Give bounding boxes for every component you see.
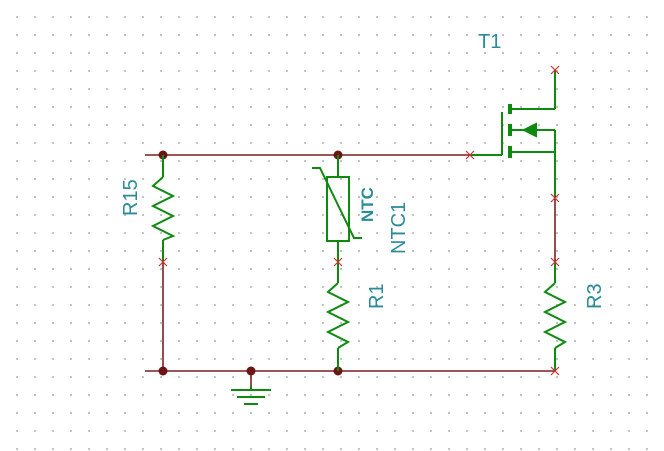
pin-marker-icon: [550, 65, 560, 75]
junctions: [158, 150, 343, 376]
pin-marker-icon: [550, 366, 560, 376]
thermistor-ntc1[interactable]: [312, 155, 362, 262]
label-t1: T1: [478, 31, 501, 53]
pin-marker-icon: [465, 150, 475, 160]
pin-marker-icon: [550, 193, 560, 203]
label-r3: R3: [584, 283, 606, 309]
label-ntc1: NTC1: [388, 202, 410, 254]
junction-dot[interactable]: [246, 366, 256, 376]
ground-icon: [231, 386, 271, 405]
label-r1: R1: [366, 283, 388, 309]
label-r15: R15: [120, 179, 142, 216]
resistor-r3[interactable]: [542, 262, 568, 371]
junction-dot[interactable]: [158, 366, 168, 376]
resistor-r15[interactable]: [150, 155, 176, 262]
label-ntc-marking: NTC: [358, 187, 377, 222]
pin-markers: [158, 65, 560, 376]
pin-marker-icon: [550, 257, 560, 267]
resistor-r1[interactable]: [325, 262, 351, 371]
wires: [145, 154, 556, 386]
pin-marker-icon: [333, 257, 343, 267]
pin-marker-icon: [158, 257, 168, 267]
mosfet-t1[interactable]: [470, 70, 556, 198]
